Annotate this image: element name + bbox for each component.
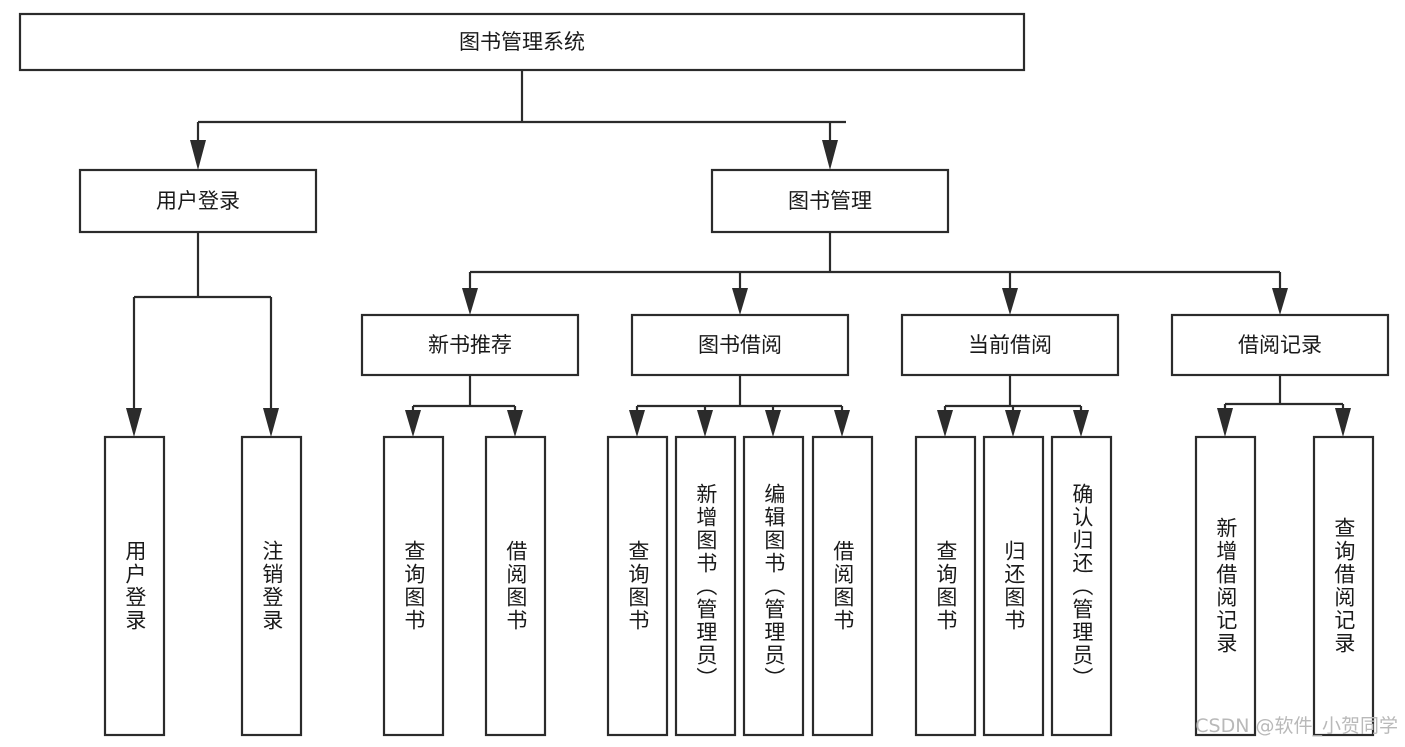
arrow-head-leaf-cb-1: [937, 410, 953, 437]
arrow-head-leaf-cb-2: [1005, 410, 1021, 437]
csdn-watermark: CSDN @软件_小贺同学: [1195, 715, 1398, 737]
node-borrow-record-label: 借阅记录: [1238, 333, 1322, 357]
leaf-box-new-book-1[interactable]: [382, 435, 445, 737]
arrow-head-current-borrow: [1002, 288, 1018, 315]
node-book-borrow-label: 图书借阅: [698, 333, 782, 357]
connector-group-borrow-record: [1217, 375, 1351, 437]
node-root[interactable]: 图书管理系统: [18, 12, 1026, 72]
arrow-head-new-book: [462, 288, 478, 315]
arrow-head-leaf-nb-2: [507, 410, 523, 437]
leaf-box-book-borrow-2[interactable]: [674, 435, 737, 737]
arrow-head-leaf-bb-2: [697, 410, 713, 437]
connector-group-root: [190, 70, 846, 170]
arrow-head-book-manage: [822, 140, 838, 170]
arrow-head-leaf-bb-4: [834, 410, 850, 437]
node-new-book-recommend-label: 新书推荐: [428, 333, 512, 357]
node-current-borrow[interactable]: 当前借阅: [900, 313, 1120, 377]
arrow-head-leaf-bb-1: [629, 410, 645, 437]
connector-group-new-book: [405, 375, 523, 437]
node-book-manage-label: 图书管理: [788, 189, 872, 213]
arrow-head-leaf-bb-3: [765, 410, 781, 437]
node-current-borrow-box[interactable]: [900, 313, 1120, 377]
leaf-box-current-borrow-1[interactable]: [914, 435, 977, 737]
node-new-book-recommend[interactable]: 新书推荐: [360, 313, 580, 377]
leaf-box-new-book-2[interactable]: [484, 435, 547, 737]
connector-group-book-manage: [462, 232, 1288, 315]
leaf-box-borrow-record-1[interactable]: [1194, 435, 1257, 737]
node-book-manage[interactable]: 图书管理: [710, 168, 950, 234]
node-user-login-label: 用户登录: [156, 189, 240, 213]
node-new-book-recommend-box[interactable]: [360, 313, 580, 377]
arrow-head-leaf-nb-1: [405, 410, 421, 437]
arrow-head-leaf-user-login-1: [126, 408, 142, 437]
connector-group-book-borrow: [629, 375, 850, 437]
node-current-borrow-label: 当前借阅: [968, 333, 1052, 357]
leaf-box-borrow-record-2[interactable]: [1312, 435, 1375, 737]
leaf-box-book-borrow-3[interactable]: [742, 435, 805, 737]
node-root-box[interactable]: [18, 12, 1026, 72]
arrow-head-leaf-cb-3: [1073, 410, 1089, 437]
node-book-manage-box[interactable]: [710, 168, 950, 234]
leaf-box-book-borrow-4[interactable]: [811, 435, 874, 737]
arrow-head-book-borrow: [732, 288, 748, 315]
node-borrow-record-box[interactable]: [1170, 313, 1390, 377]
node-user-login-box[interactable]: [78, 168, 318, 234]
leaf-box-book-borrow-1[interactable]: [606, 435, 669, 737]
arrow-head-borrow-record: [1272, 288, 1288, 315]
leaf-box-user-login-1[interactable]: [103, 435, 166, 737]
arrow-head-leaf-br-2: [1335, 408, 1351, 437]
leaf-box-current-borrow-3[interactable]: [1050, 435, 1113, 737]
leaf-box-user-login-2[interactable]: [240, 435, 303, 737]
node-root-label: 图书管理系统: [459, 30, 585, 54]
node-book-borrow[interactable]: 图书借阅: [630, 313, 850, 377]
node-user-login[interactable]: 用户登录: [78, 168, 318, 234]
arrow-head-leaf-br-1: [1217, 408, 1233, 437]
arrow-head-leaf-user-login-2: [263, 408, 279, 437]
arrow-head-user-login: [190, 140, 206, 170]
leaf-box-current-borrow-2[interactable]: [982, 435, 1045, 737]
node-borrow-record[interactable]: 借阅记录: [1170, 313, 1390, 377]
connector-group-user-login: [126, 232, 279, 437]
connector-group-current-borrow: [937, 375, 1089, 437]
node-book-borrow-box[interactable]: [630, 313, 850, 377]
